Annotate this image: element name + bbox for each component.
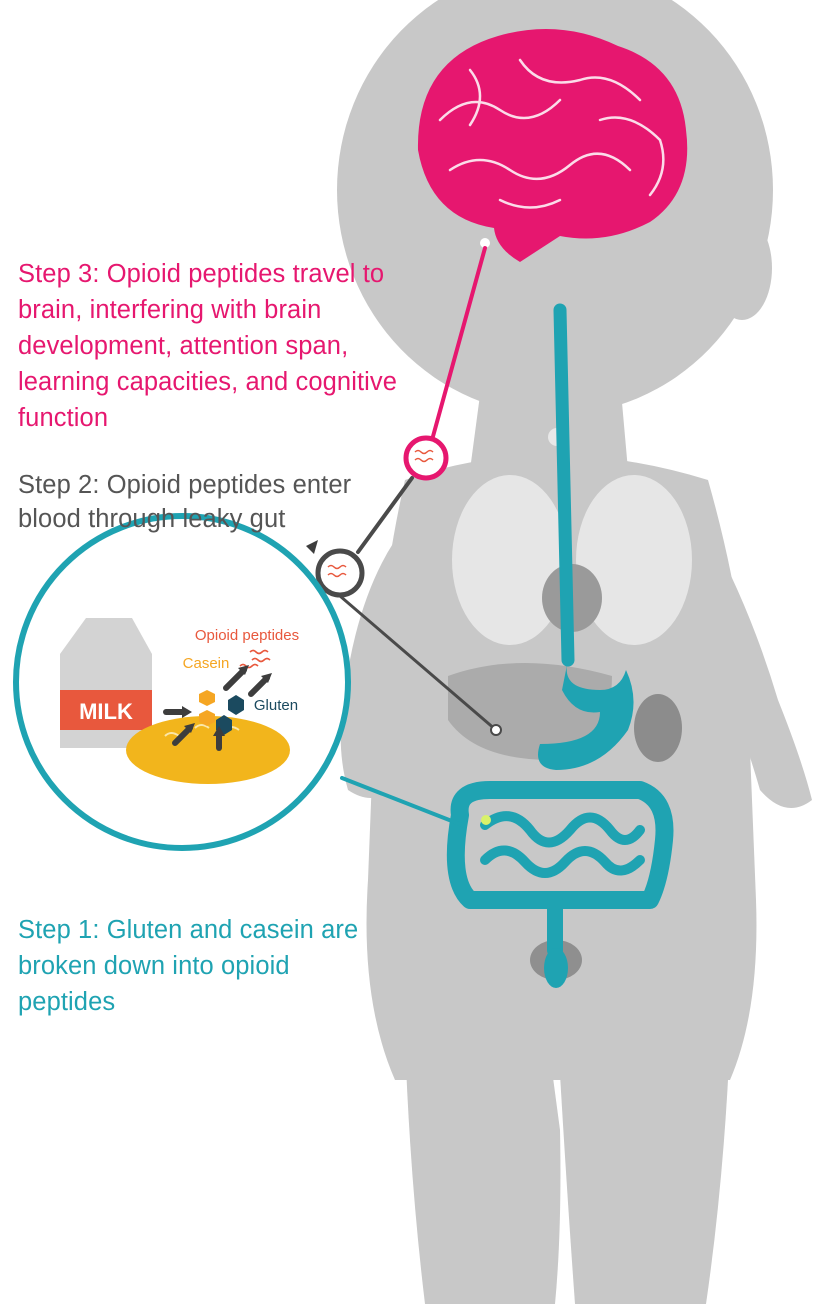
casein-label: Casein [183,655,230,672]
milk-carton: MILK [60,618,152,748]
step-2-caption: Step 2: Opioid peptides enter blood thro… [18,468,390,536]
milk-label: MILK [79,699,133,724]
step-1-caption: Step 1: Gluten and casein are broken dow… [18,912,363,1020]
gluten-label: Gluten [254,697,298,714]
opioid-peptides-label: Opioid peptides [195,627,299,644]
kidney [634,694,682,762]
blood-magnifier-lower [318,551,362,595]
blood-magnifier-upper [406,438,446,478]
digestion-inset: MILK Casein Gluten Opioid peptides [16,516,348,848]
step-3-caption: Step 3: Opioid peptides travel to brain,… [18,256,413,436]
